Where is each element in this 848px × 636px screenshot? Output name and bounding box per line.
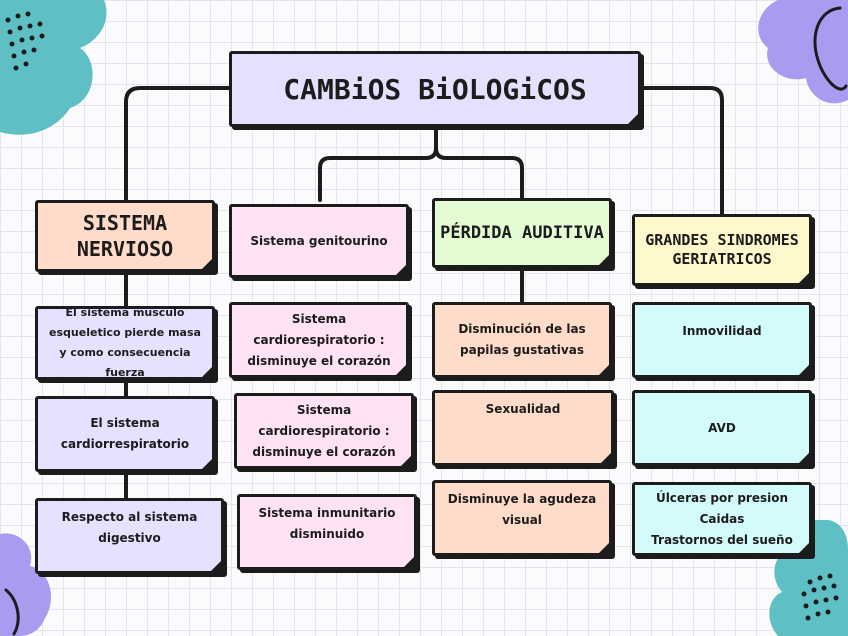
node-label: Sexualidad — [485, 402, 561, 416]
node-sistema-musculo: El sistema musculo esqueletico pierde ma… — [35, 306, 215, 380]
node-label: El sistema cardiorrespiratorio — [60, 416, 190, 451]
heading-label: GRANDES SINDROMES GERIATRICOS — [645, 231, 799, 268]
node-label: AVD — [708, 420, 736, 435]
teal-blob-top-left — [0, 0, 107, 135]
node-label: Sistema cardiorespiratorio : disminuye e… — [252, 402, 396, 459]
lavender-blob-top-right — [758, 0, 848, 104]
node-label: Disminuye la agudeza visual — [447, 492, 597, 527]
node-cardiorespiratorio-1: Sistema cardiorespiratorio : disminuye e… — [229, 302, 409, 378]
teal-blob-bottom-right — [769, 520, 848, 636]
node-label: Úlceras por presion Caidas Trastornos de… — [651, 490, 793, 547]
node-sistema-inmunitario: Sistema inmunitario disminuido — [237, 494, 417, 570]
heading-label: Sistema genitourino — [250, 233, 388, 248]
node-label: Respecto al sistema digestivo — [61, 510, 198, 545]
heading-sistema-genitourino: Sistema genitourino — [229, 204, 409, 278]
node-inmovilidad: Inmovilidad — [632, 302, 812, 378]
heading-label: SISTEMA NERVIOSO — [76, 211, 174, 261]
node-label: Inmovilidad — [682, 324, 762, 338]
node-papilas-gustativas: Disminución de las papilas gustativas — [432, 302, 612, 378]
heading-label: PÉRDIDA AUDITIVA — [440, 223, 604, 243]
node-sistema-digestivo: Respecto al sistema digestivo — [35, 498, 224, 574]
node-label: Disminución de las papilas gustativas — [458, 322, 586, 357]
heading-perdida-auditiva: PÉRDIDA AUDITIVA — [432, 198, 612, 268]
node-ulceras-caidas-trastornos: Úlceras por presion Caidas Trastornos de… — [632, 482, 812, 556]
lavender-blob-bottom-left — [0, 533, 52, 636]
node-label: El sistema musculo esqueletico pierde ma… — [49, 306, 201, 379]
heading-grandes-sindromes: GRANDES SINDROMES GERIATRICOS — [632, 214, 812, 286]
node-agudeza-visual: Disminuye la agudeza visual — [432, 480, 612, 556]
node-sistema-cardiorrespiratorio: El sistema cardiorrespiratorio — [35, 396, 215, 472]
heading-sistema-nervioso: SISTEMA NERVIOSO — [35, 200, 215, 272]
main-title-box: CAMBiOS BiOLOGiCOS — [229, 51, 641, 127]
node-label: Sistema cardiorespiratorio : disminuye e… — [247, 311, 391, 368]
main-title: CAMBiOS BiOLOGiCOS — [283, 72, 587, 106]
node-label: Sistema inmunitario disminuido — [258, 506, 396, 541]
node-cardiorespiratorio-2: Sistema cardiorespiratorio : disminuye e… — [234, 393, 414, 469]
node-sexualidad: Sexualidad — [432, 390, 614, 466]
node-avd: AVD — [632, 390, 812, 466]
